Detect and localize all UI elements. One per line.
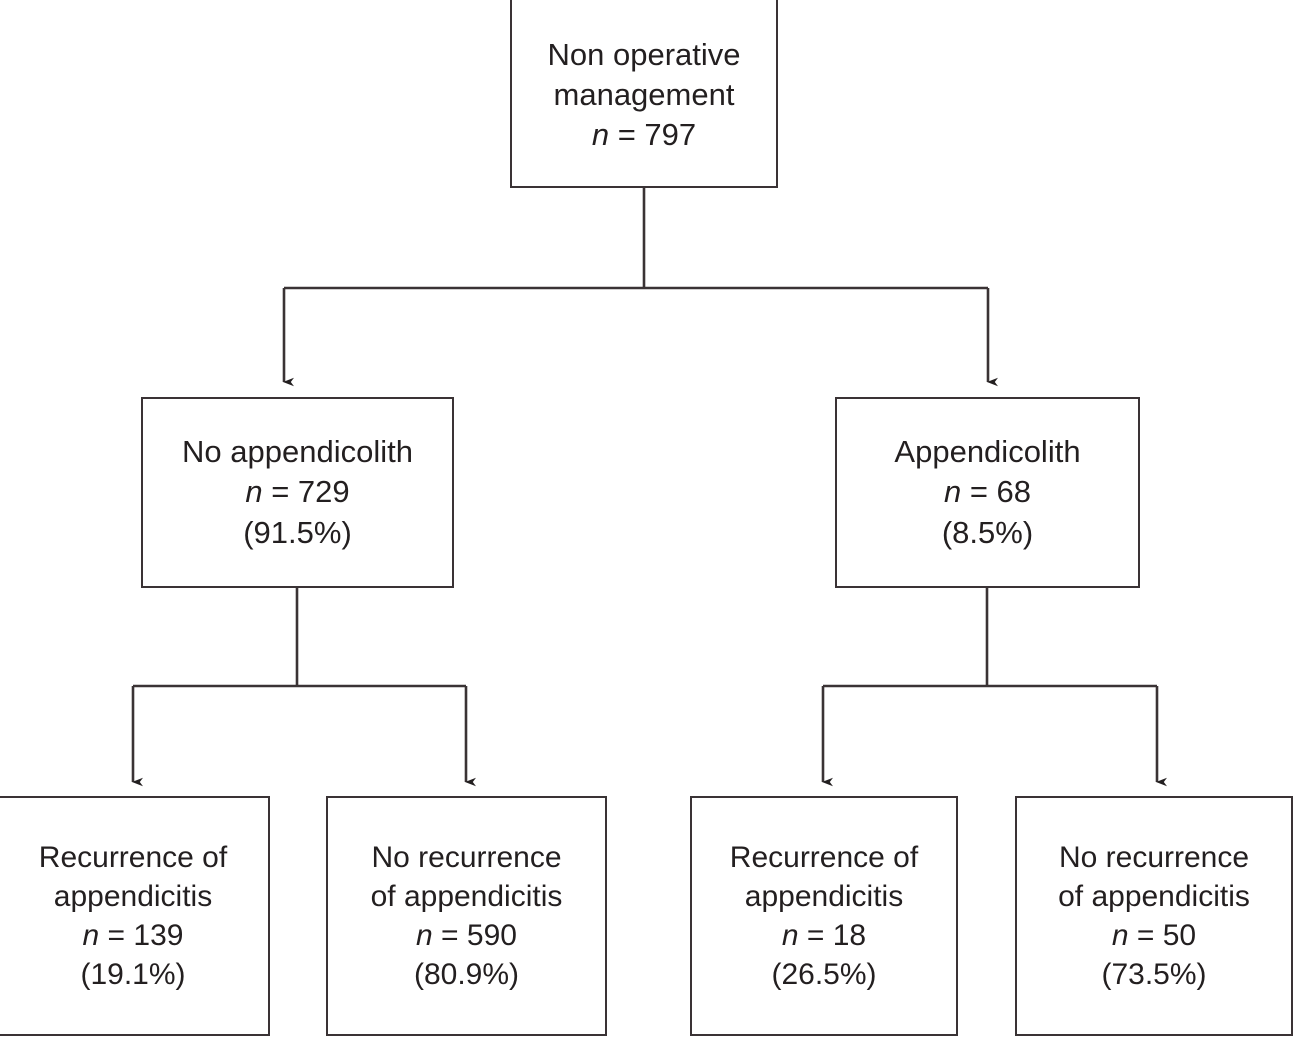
- node-no-appendicolith-label: No appendicolith: [182, 434, 413, 470]
- node-root-line-2: management: [553, 76, 735, 112]
- node-no-appendicolith: No appendicolith n = 729 (91.5%): [141, 397, 454, 588]
- node-leaf-3-line-2: appendicitis: [744, 880, 904, 913]
- node-appendicolith: Appendicolith n = 68 (8.5%): [835, 397, 1140, 588]
- node-no-appendicolith-count: n = 729: [245, 472, 349, 512]
- node-leaf-1-line-2: appendicitis: [53, 880, 213, 913]
- n-symbol: n: [591, 117, 610, 153]
- node-appendicolith-count: n = 68: [944, 472, 1031, 512]
- node-appendicolith-label: Appendicolith: [894, 434, 1081, 470]
- n-symbol: n: [245, 474, 263, 510]
- node-leaf-4-count: n = 50: [1112, 916, 1196, 955]
- node-leaf-1-count: n = 139: [83, 916, 184, 955]
- n-symbol: n: [943, 474, 962, 510]
- n-value: = 68: [961, 474, 1032, 510]
- node-root-count: n = 797: [592, 115, 696, 155]
- n-value: = 139: [99, 919, 184, 952]
- n-symbol: n: [781, 919, 799, 952]
- node-recurrence-no-appendicolith: Recurrence of appendicitis n = 139 (19.1…: [0, 796, 270, 1036]
- node-no-appendicolith-percent: (91.5%): [243, 514, 352, 550]
- node-leaf-1-percent: (19.1%): [80, 958, 186, 991]
- node-leaf-3-count: n = 18: [782, 916, 866, 955]
- node-leaf-2-percent: (80.9%): [413, 958, 520, 991]
- node-root-line-1: Non operative: [547, 36, 741, 72]
- n-value: = 729: [262, 474, 350, 510]
- n-value: = 797: [609, 117, 697, 153]
- n-value: = 50: [1128, 919, 1197, 952]
- node-no-recurrence-appendicolith: No recurrence of appendicitis n = 50 (73…: [1015, 796, 1293, 1036]
- node-non-operative-management: Non operative management n = 797: [510, 0, 778, 188]
- node-no-recurrence-no-appendicolith: No recurrence of appendicitis n = 590 (8…: [326, 796, 607, 1036]
- node-leaf-1-line-1: Recurrence of: [38, 841, 228, 874]
- n-symbol: n: [416, 919, 433, 952]
- node-leaf-4-line-1: No recurrence: [1058, 841, 1250, 874]
- node-leaf-4-percent: (73.5%): [1101, 958, 1207, 991]
- node-leaf-2-line-1: No recurrence: [371, 841, 562, 874]
- node-appendicolith-percent: (8.5%): [941, 514, 1034, 550]
- node-leaf-3-line-1: Recurrence of: [729, 841, 919, 874]
- node-leaf-3-percent: (26.5%): [771, 958, 877, 991]
- n-value: = 590: [432, 919, 517, 952]
- node-recurrence-appendicolith: Recurrence of appendicitis n = 18 (26.5%…: [690, 796, 958, 1036]
- node-leaf-2-count: n = 590: [416, 916, 517, 955]
- node-leaf-4-line-2: of appendicitis: [1058, 880, 1250, 913]
- n-symbol: n: [82, 919, 100, 952]
- node-leaf-2-line-2: of appendicitis: [370, 880, 563, 913]
- n-symbol: n: [1111, 919, 1129, 952]
- n-value: = 18: [798, 919, 867, 952]
